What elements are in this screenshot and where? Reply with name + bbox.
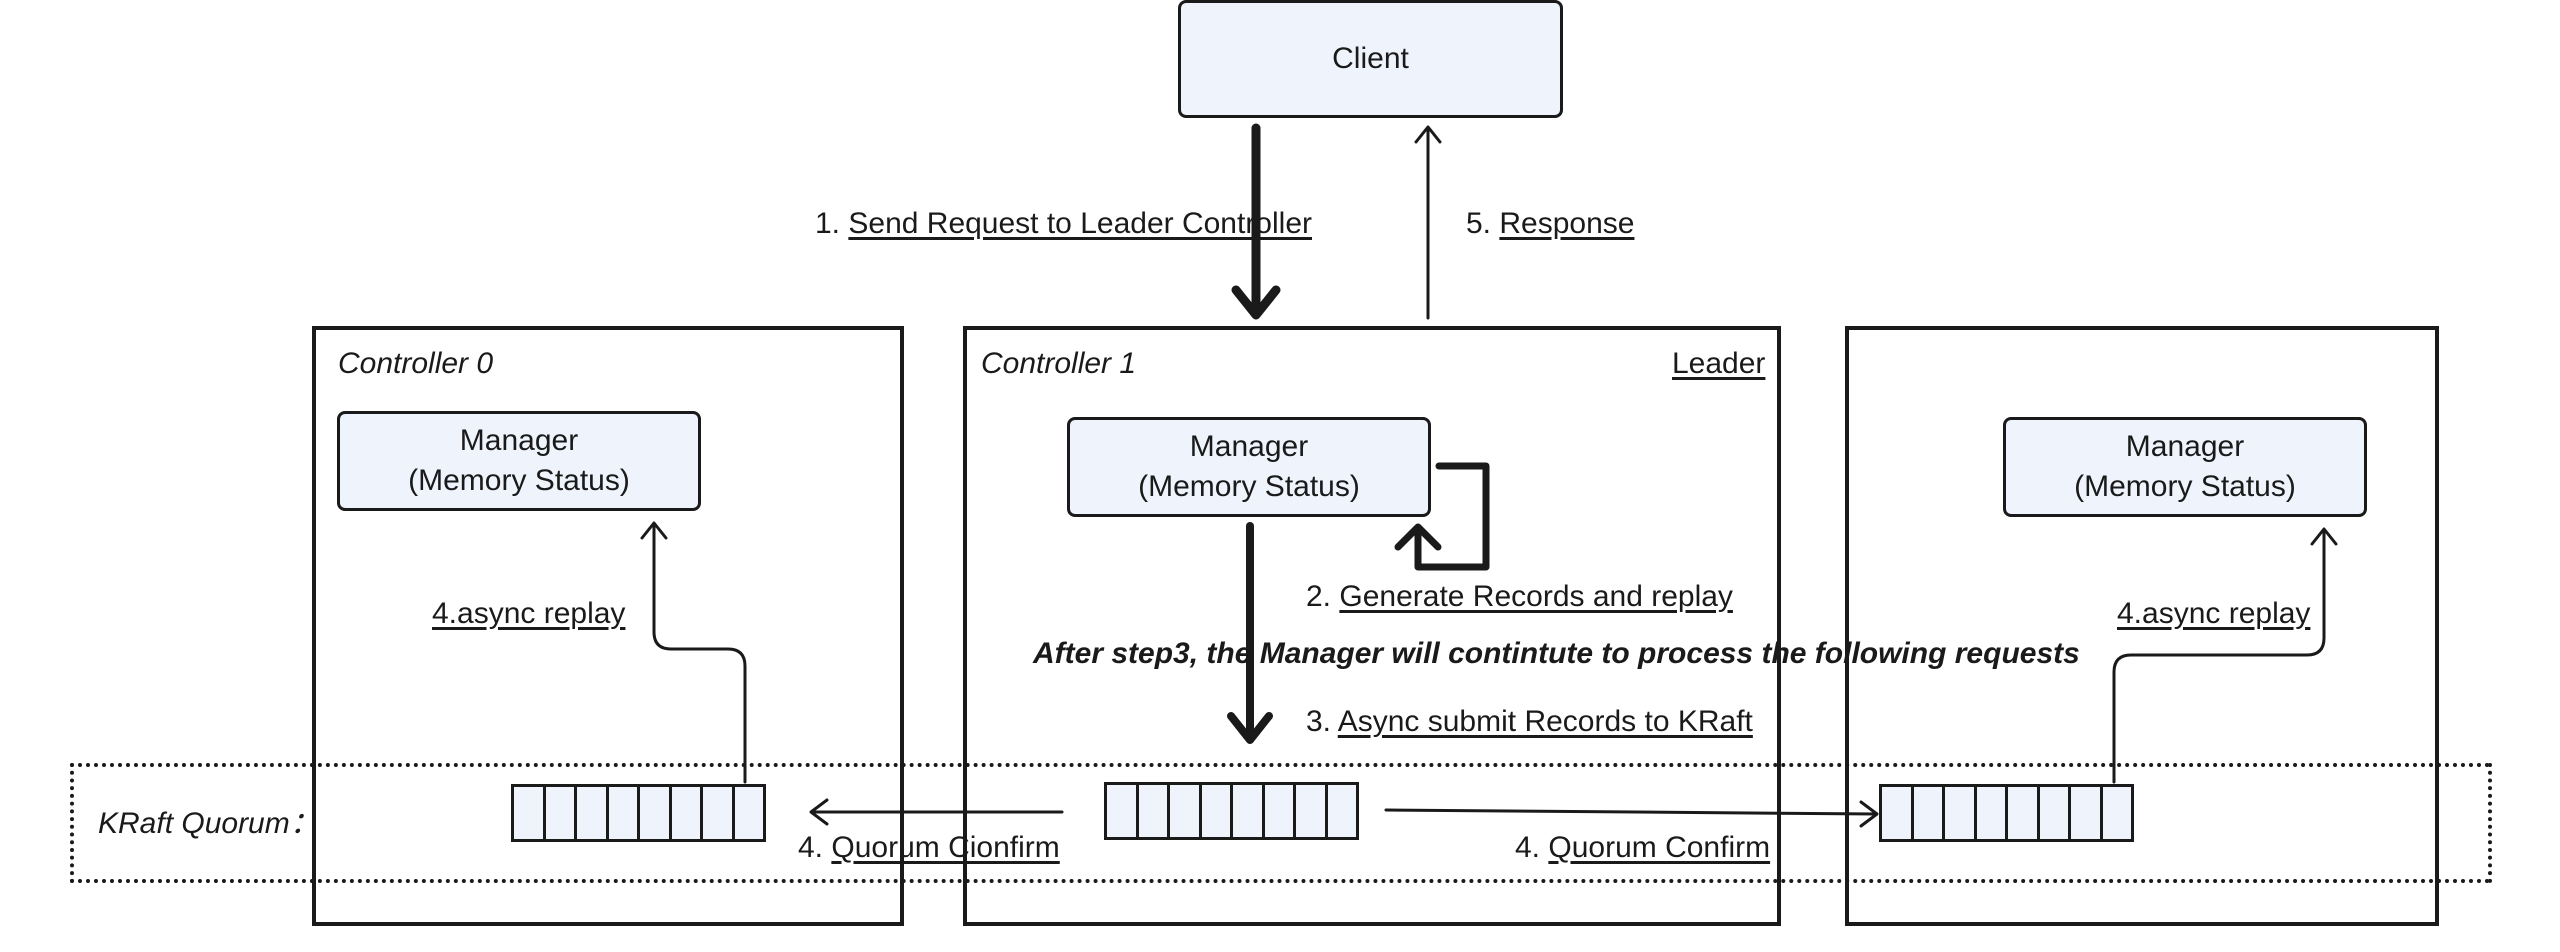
- record-cell: [609, 787, 640, 839]
- record-cell: [1882, 787, 1914, 839]
- record-cell: [1170, 785, 1202, 837]
- leader-label: Leader: [1672, 347, 1766, 380]
- record-cell: [2008, 787, 2040, 839]
- record-cell: [1914, 787, 1945, 839]
- step-3-number: 3.: [1306, 705, 1332, 738]
- quorum-confirm-right-arrowhead: [1859, 800, 1879, 828]
- async-replay-right-arrowhead: [2310, 527, 2338, 546]
- step-2-text: Generate Records and replay: [1339, 580, 1733, 613]
- manager-subtitle: (Memory Status): [408, 464, 630, 497]
- step-1-number: 1.: [815, 207, 841, 240]
- record-cell: [546, 787, 577, 839]
- record-cell: [703, 787, 735, 839]
- quorum-confirm-left-arrowhead: [809, 798, 829, 826]
- step-1-label: 1. Send Request to Leader Controller: [815, 206, 1312, 242]
- step-5-text: Response: [1499, 207, 1635, 240]
- generate-loop-arrowhead: [1394, 523, 1442, 551]
- kraft-quorum-label: KRaft Quorum：: [98, 807, 320, 840]
- client-box: Client: [1178, 0, 1563, 118]
- step-3-label: 3. Async submit Records to KRaft: [1306, 704, 1753, 740]
- record-cell: [1296, 785, 1328, 837]
- step-2-number: 2.: [1306, 580, 1332, 613]
- step-4-right-text: Quorum Confirm: [1548, 831, 1771, 864]
- record-cell: [514, 787, 546, 839]
- controller-1-record-queue: [1104, 782, 1359, 840]
- response-arrowhead: [1414, 125, 1442, 144]
- async-replay-right-arrow: [2112, 528, 2326, 784]
- kraft-quorum-region: [70, 763, 2492, 883]
- client-label: Client: [1332, 42, 1409, 75]
- record-cell: [640, 787, 672, 839]
- step-5-number: 5.: [1466, 207, 1492, 240]
- step-4-left-number: 4.: [798, 831, 824, 864]
- async-replay-left-arrowhead: [640, 521, 668, 540]
- record-cell: [2040, 787, 2071, 839]
- async-replay-left-arrow: [652, 522, 747, 784]
- async-processing-note: After step3, the Manager will contintute…: [1033, 637, 2080, 670]
- manager-title: Manager: [2125, 430, 2245, 463]
- async-replay-right-label: 4.async replay: [2117, 597, 2311, 630]
- controller-0-manager: Manager (Memory Status): [337, 411, 701, 511]
- controller-1-manager: Manager (Memory Status): [1067, 417, 1431, 517]
- async-replay-left-label: 4.async replay: [432, 597, 626, 630]
- record-cell: [1945, 787, 1977, 839]
- manager-title: Manager: [1189, 430, 1309, 463]
- record-cell: [1265, 785, 1296, 837]
- record-cell: [1233, 785, 1265, 837]
- step-4-right-number: 4.: [1515, 831, 1541, 864]
- record-cell: [1977, 787, 2008, 839]
- record-cell: [1107, 785, 1139, 837]
- submit-records-arrowhead: [1227, 712, 1273, 744]
- manager-subtitle: (Memory Status): [2074, 470, 2296, 503]
- record-cell: [2071, 787, 2103, 839]
- record-cell: [1139, 785, 1170, 837]
- controller-0-record-queue: [511, 784, 766, 842]
- generate-loop-arrow: [1414, 462, 1490, 571]
- controller-2-record-queue: [1879, 784, 2134, 842]
- step-2-label: 2. Generate Records and replay: [1306, 579, 1733, 615]
- step-1-text: Send Request to Leader Controller: [848, 207, 1312, 240]
- quorum-confirm-right-arrow: [1384, 808, 1878, 816]
- step-5-label: 5. Response: [1466, 206, 1634, 242]
- controller-1-name: Controller 1: [981, 347, 1137, 380]
- record-cell: [577, 787, 609, 839]
- manager-subtitle: (Memory Status): [1138, 470, 1360, 503]
- step-4-left-text: Quorum Cionfirm: [831, 831, 1060, 864]
- manager-title: Manager: [459, 424, 579, 457]
- controller-0-name: Controller 0: [338, 347, 494, 380]
- record-cell: [1202, 785, 1233, 837]
- controller-2-manager: Manager (Memory Status): [2003, 417, 2367, 517]
- record-cell: [672, 787, 703, 839]
- send-request-arrowhead: [1231, 285, 1281, 320]
- step-4-right-label: 4. Quorum Confirm: [1515, 830, 1770, 866]
- step-4-left-label: 4. Quorum Cionfirm: [798, 830, 1060, 866]
- step-3-text: Async submit Records to KRaft: [1337, 705, 1753, 738]
